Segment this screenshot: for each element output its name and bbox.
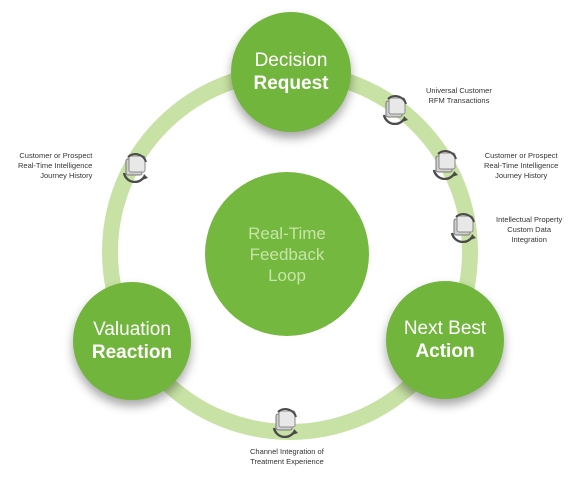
label-channel-line1: Channel Integration of [250,447,324,456]
label-journey-left-line1: Customer or Prospect [19,151,93,160]
label-journey-right-line1: Customer or Prospect [484,151,558,160]
label-journey-left-line3: Journey History [40,171,93,180]
label-rfm-line2: RFM Transactions [428,96,490,105]
label-channel-integration: Channel Integration of Treatment Experie… [250,447,324,467]
node-next-best-action-line2: Action [415,341,475,362]
label-ip-line3: Integration [511,235,547,244]
label-journey-history-left: Customer or Prospect Real-Time Intellige… [18,151,92,181]
cycle-database-icon [450,213,476,243]
label-journey-right-line3: Journey History [495,171,548,180]
label-ip-line1: Intellectual Property [496,215,563,224]
center-loop-circle: Real-Time Feedback Loop [205,172,369,336]
cycle-database-icon [272,408,298,438]
cycle-database-icon [122,153,148,183]
label-ip-line2: Custom Data [507,225,552,234]
node-valuation-reaction-line2: Reaction [91,342,173,363]
node-decision-request: Decision Request [231,12,351,132]
label-rfm-transactions: Universal Customer RFM Transactions [426,86,492,106]
center-line-2: Feedback [249,244,325,264]
center-line-3: Loop [268,265,306,285]
label-rfm-line1: Universal Customer [426,86,492,95]
node-valuation-reaction: Valuation Reaction [73,282,191,400]
node-next-best-action: Next Best Action [386,281,504,399]
label-channel-line2: Treatment Experience [250,457,324,466]
label-journey-left-line2: Real-Time Intelligence [18,161,93,170]
node-next-best-action-line1: Next Best [403,318,487,339]
cycle-database-icon [382,95,408,125]
label-intellectual-property: Intellectual Property Custom Data Integr… [496,215,562,245]
node-valuation-reaction-line1: Valuation [93,319,171,340]
label-journey-right-line2: Real-Time Intelligence [484,161,559,170]
center-line-1: Real-Time [248,223,326,243]
label-journey-history-right: Customer or Prospect Real-Time Intellige… [484,151,558,181]
node-decision-request-line1: Decision [254,50,328,71]
node-decision-request-line2: Request [253,73,329,94]
cycle-database-icon [432,150,458,180]
